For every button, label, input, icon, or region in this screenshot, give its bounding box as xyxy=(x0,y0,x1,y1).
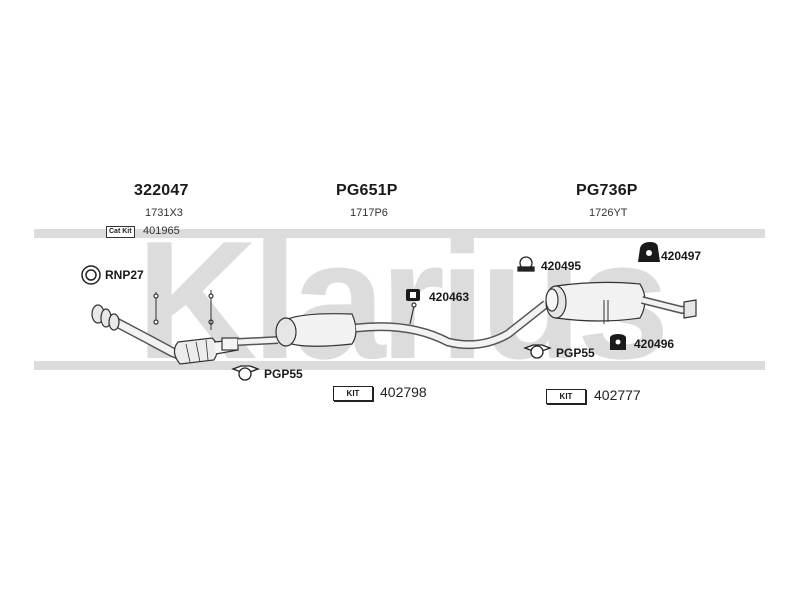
kit-badge-rear: KIT xyxy=(546,389,586,404)
label-420463: 420463 xyxy=(429,290,470,304)
front-part-number: 322047 xyxy=(134,182,189,199)
pgp55-clamp-icon-front xyxy=(231,365,260,381)
middle-silencer xyxy=(237,300,549,350)
label-420496: 420496 xyxy=(634,337,675,351)
rear-part-number: PG736P xyxy=(576,182,638,199)
pgp55-clamp-icon-rear xyxy=(523,344,552,359)
cat-kit-number: 401965 xyxy=(143,225,180,237)
mount-420495-icon xyxy=(517,256,535,272)
front-pipe-with-catalyst xyxy=(91,290,239,365)
middle-ref-number: 1717P6 xyxy=(350,207,388,219)
cat-kit-badge: Cat Kit xyxy=(106,226,135,238)
kit-badge-middle: KIT xyxy=(333,386,373,401)
rnp27-gasket-icon xyxy=(81,265,101,285)
kit-number-rear: 402777 xyxy=(594,387,641,403)
front-ref-number: 1731X3 xyxy=(145,207,183,219)
mount-420497-icon xyxy=(638,242,660,262)
kit-number-middle: 402798 xyxy=(380,384,427,400)
rear-silencer xyxy=(545,281,697,324)
label-rnp27: RNP27 xyxy=(105,268,144,282)
label-420495: 420495 xyxy=(541,259,582,273)
mount-420463-icon xyxy=(406,289,420,301)
label-pgp55-front: PGP55 xyxy=(264,367,303,381)
label-420497: 420497 xyxy=(661,249,702,263)
label-pgp55-rear: PGP55 xyxy=(556,346,595,360)
rear-ref-number: 1726YT xyxy=(589,207,628,219)
mount-420496-icon xyxy=(610,334,626,350)
middle-part-number: PG651P xyxy=(336,182,398,199)
